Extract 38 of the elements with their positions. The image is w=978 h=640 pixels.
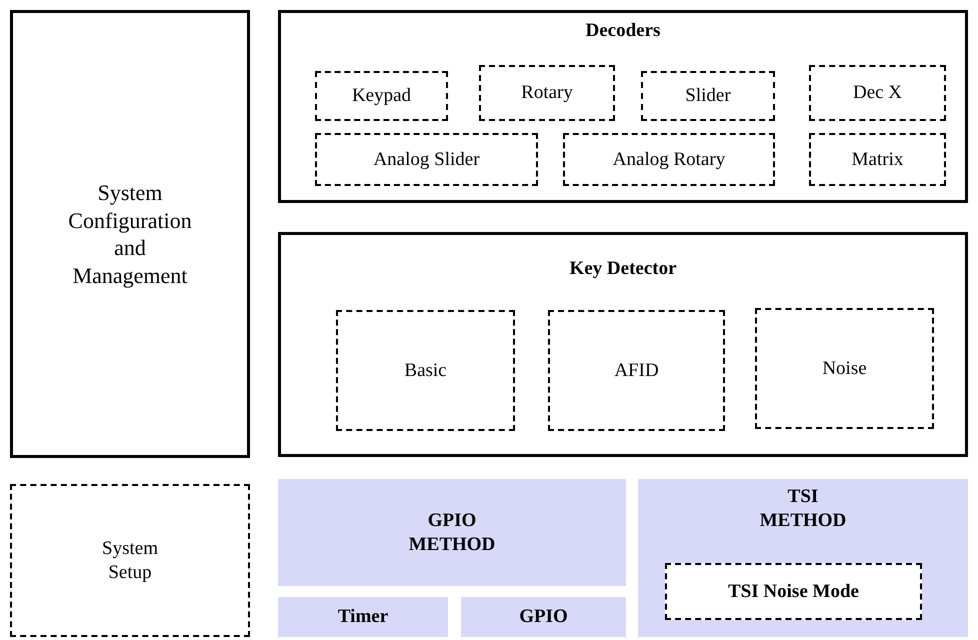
box-label: Timer: [338, 605, 388, 629]
submodule-box: [315, 71, 448, 121]
method-box: [461, 597, 626, 637]
method-box: [638, 479, 968, 637]
box-label: TSI Noise Mode: [728, 580, 859, 604]
box-label: Rotary: [521, 81, 573, 105]
method-box: [278, 479, 626, 586]
submodule-box: [809, 133, 946, 186]
module-box: [10, 10, 250, 458]
box-label: Noise: [822, 356, 867, 380]
submodule-box: [809, 65, 946, 121]
box-label: AFID: [614, 358, 659, 382]
box-label: Slider: [685, 84, 731, 108]
submodule-box: [755, 308, 934, 429]
submodule-box: [315, 133, 538, 186]
submodule-box: [641, 71, 775, 121]
box-label: TSI METHOD: [758, 485, 848, 532]
box-label: System Configuration and Management: [67, 179, 193, 289]
box-label: Matrix: [852, 148, 904, 172]
submodule-box: [479, 65, 615, 121]
box-label: Analog Rotary: [612, 148, 726, 172]
box-label: Keypad: [352, 84, 412, 108]
module-box: [278, 232, 968, 457]
submodule-box: [548, 310, 725, 431]
submodule-box: [563, 133, 775, 186]
box-label: Key Detector: [569, 257, 677, 281]
box-label: GPIO METHOD: [408, 508, 496, 556]
method-box: [278, 597, 448, 637]
submodule-box: [336, 310, 515, 431]
submodule-box: [10, 484, 250, 637]
box-label: Basic: [404, 358, 447, 382]
box-label: Decoders: [586, 19, 660, 43]
module-box: [278, 10, 968, 203]
submodule-box: [665, 563, 922, 620]
box-label: System Setup: [101, 536, 159, 584]
box-label: Analog Slider: [373, 148, 480, 172]
box-label: GPIO: [519, 605, 568, 629]
box-label: Dec X: [852, 81, 902, 105]
